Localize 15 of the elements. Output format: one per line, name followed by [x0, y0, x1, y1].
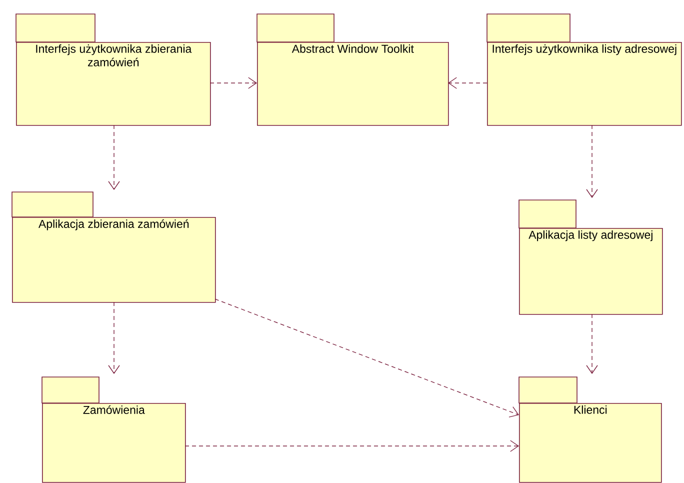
dependency-arrow — [586, 124, 598, 198]
dependency-arrow — [210, 77, 257, 89]
package-box: Interfejs użytkownika zbierania zamówień — [16, 14, 211, 126]
dependency-arrow — [214, 298, 519, 418]
dependency-arrow — [586, 314, 598, 374]
package-box: Aplikacja listy adresowej — [518, 200, 663, 315]
package-box: Abstract Window Toolkit — [256, 14, 449, 126]
package-box: Klienci — [518, 376, 662, 483]
dependency-arrow — [108, 302, 120, 374]
dependency-arrow — [184, 440, 519, 452]
package-box: Zamówienia — [42, 376, 186, 483]
package-box: Aplikacja zbierania zamówień — [12, 192, 216, 303]
package-box: Interfejs użytkownika listy adresowej — [486, 14, 682, 126]
dependency-arrow — [108, 124, 120, 190]
dependency-arrow — [448, 77, 488, 89]
